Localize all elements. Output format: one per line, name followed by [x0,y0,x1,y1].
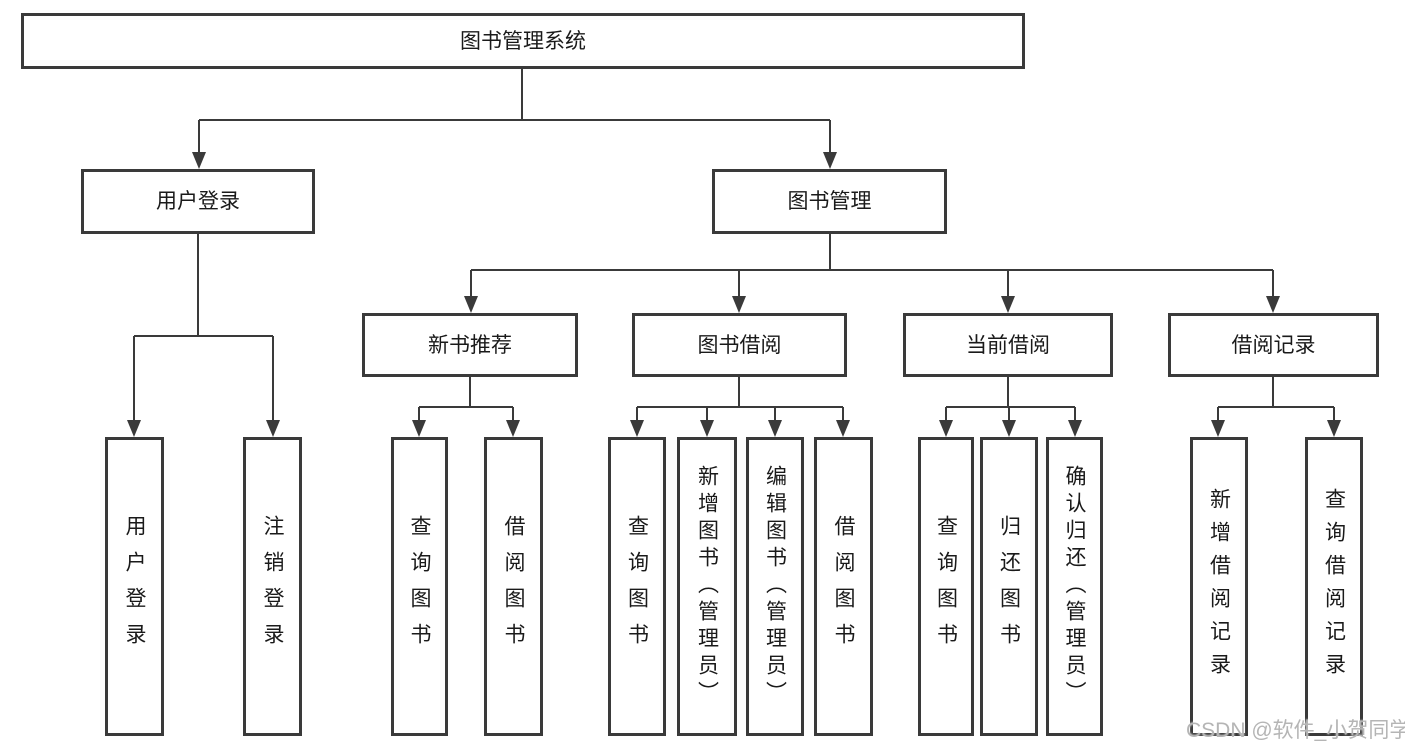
leaf-label: 借阅图书 [502,514,525,659]
leaf-add-books-admin: 新增图书（管理员） [677,437,737,736]
node-library-management-system: 图书管理系统 [21,13,1025,69]
leaf-label: 编辑图书（管理员） [763,465,787,708]
leaf-label: 新增图书（管理员） [695,465,719,708]
leaf-label: 注销登录 [261,514,284,659]
leaf-query-books-borrow: 查询图书 [608,437,666,736]
leaf-return-books: 归还图书 [980,437,1038,736]
node-user-login: 用户登录 [81,169,315,234]
leaf-add-borrow-record: 新增借阅记录 [1190,437,1248,736]
node-label: 图书借阅 [697,333,782,357]
node-label: 新书推荐 [428,333,512,357]
leaf-query-books-current: 查询图书 [918,437,974,736]
leaf-borrow-books: 借阅图书 [814,437,873,736]
csdn-watermark: CSDN @软件_小贺同学 [1186,719,1405,742]
node-book-management: 图书管理 [712,169,947,234]
node-current-borrow: 当前借阅 [903,313,1113,377]
leaf-edit-books-admin: 编辑图书（管理员） [746,437,804,736]
node-borrow-records: 借阅记录 [1168,313,1379,377]
leaf-label: 新增借阅记录 [1207,487,1231,686]
node-label: 借阅记录 [1231,333,1316,357]
leaf-query-books-recommend: 查询图书 [391,437,448,736]
leaf-label: 用户登录 [123,514,146,659]
leaf-label: 查询图书 [934,514,958,659]
leaf-label: 借阅图书 [832,514,855,659]
leaf-label: 查询借阅记录 [1322,487,1346,686]
leaf-label: 归还图书 [997,514,1021,659]
leaf-logout: 注销登录 [243,437,302,736]
leaf-borrow-books-recommend: 借阅图书 [484,437,543,736]
leaf-query-borrow-record: 查询借阅记录 [1305,437,1363,736]
node-label: 图书管理 [787,190,872,213]
arrowheads [127,152,1341,437]
node-label: 用户登录 [156,190,240,213]
node-label: 当前借阅 [966,333,1050,357]
node-book-borrow: 图书借阅 [632,313,847,377]
node-new-book-recommend: 新书推荐 [362,313,578,377]
leaf-label: 查询图书 [408,514,431,659]
leaf-confirm-return-admin: 确认归还（管理员） [1046,437,1103,736]
leaf-label: 查询图书 [625,514,649,659]
leaf-label: 确认归还（管理员） [1063,465,1086,708]
node-label: 图书管理系统 [460,29,586,53]
leaf-user-login: 用户登录 [105,437,164,736]
